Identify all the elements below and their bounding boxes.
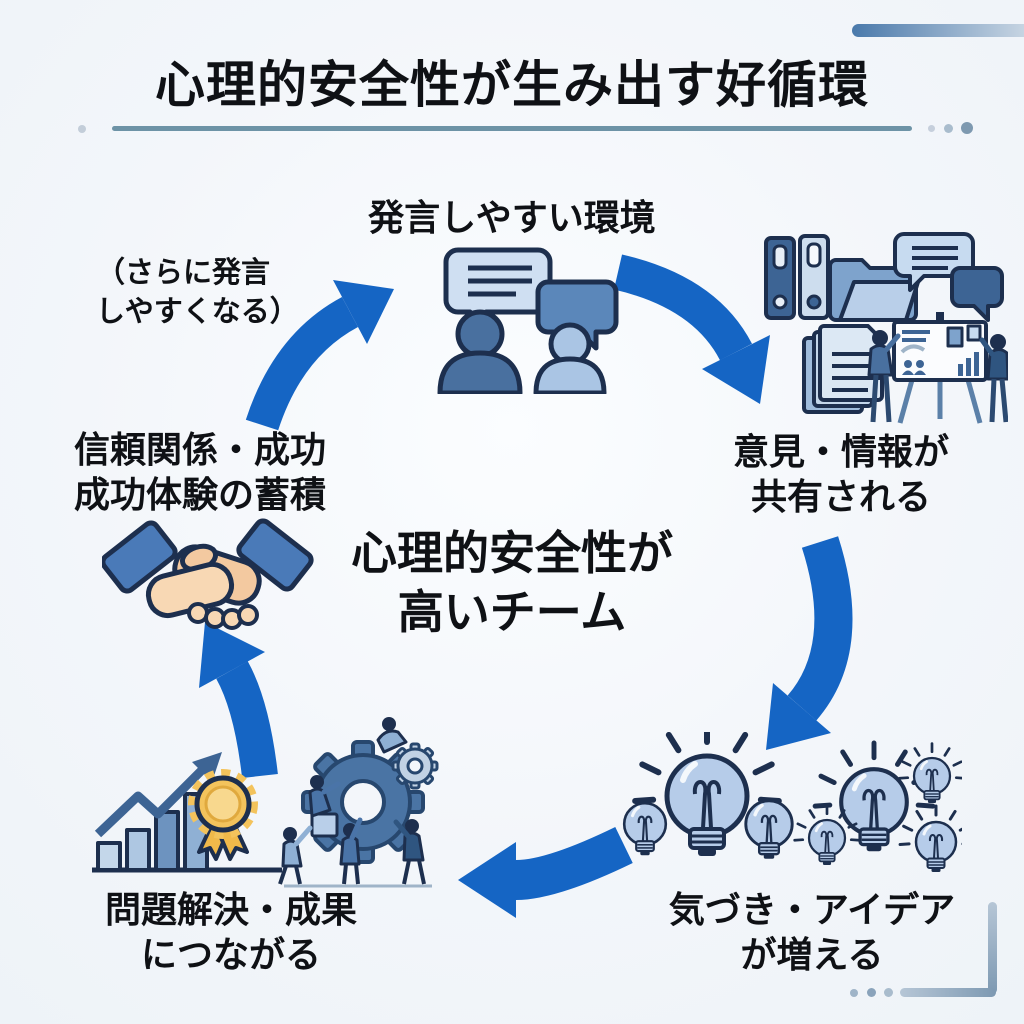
documents-presentation-icon — [764, 232, 1008, 424]
two-people-chat-icon — [437, 247, 619, 394]
arrow-speakup-to-share-icon — [613, 254, 770, 404]
corner-bracket-horizontal — [900, 988, 996, 997]
node-ideas-label: 気づき・アイデア が増える — [668, 889, 956, 975]
node-results-label: 問題解決・成果 につながる — [104, 889, 357, 975]
underline-right-dot-3 — [961, 122, 973, 134]
underline-right-dot-2 — [944, 124, 953, 133]
handshake-icon — [102, 518, 314, 630]
lightbulbs-icon — [622, 732, 962, 874]
underline-right-dot-1 — [928, 125, 935, 132]
corner-dot-2 — [867, 988, 876, 997]
arrow-results-to-trust-icon — [199, 622, 278, 779]
arrow-ideas-to-results-icon — [458, 827, 633, 918]
node-trust-label: 信頼関係・成功 成功体験の蓄積 — [73, 429, 326, 515]
growth-chart-medal-icon — [92, 752, 282, 873]
corner-bracket-vertical — [988, 902, 997, 994]
corner-dot-1 — [850, 989, 858, 997]
underline-left-dot — [78, 125, 86, 133]
title-underline — [112, 126, 912, 131]
node-speak-up-label: 発言しやすい環境 — [368, 197, 656, 238]
teamwork-gear-icon — [278, 717, 439, 888]
page-title: 心理的安全性が生み出す好循環 — [155, 57, 869, 113]
corner-dot-3 — [884, 988, 893, 997]
annotation-label: （さらに発言 しやすくなる） — [96, 257, 299, 329]
arrow-share-to-ideas-icon — [766, 536, 853, 750]
arrow-trust-to-speakup-icon — [245, 280, 394, 431]
center-team-label: 心理的安全性が 高いチーム — [351, 527, 673, 638]
top-accent-bar — [852, 24, 1024, 37]
node-share-label: 意見・情報が 共有される — [732, 431, 949, 517]
